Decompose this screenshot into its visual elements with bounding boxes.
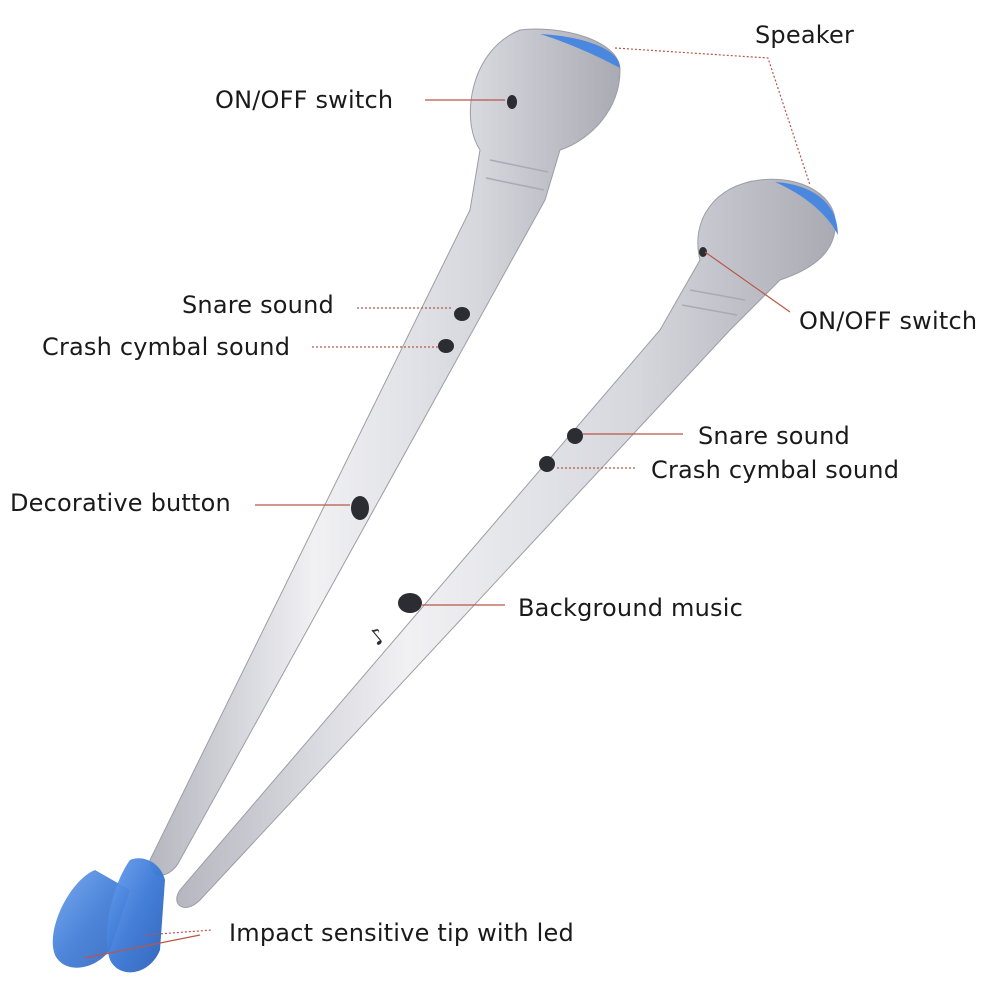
label-snare-left: Snare sound [182,291,334,319]
left-drumstick [149,28,621,876]
music-note-icon: ♪ [365,623,392,651]
right-drumstick [176,178,838,908]
leader-lines [84,47,811,959]
label-impact-tip: Impact sensitive tip with led [229,919,574,947]
left-decorative-button [351,496,369,520]
left-on-off-switch [507,95,517,109]
led-tips [52,858,165,973]
right-snare-button [567,428,583,444]
left-speaker-cap [540,34,620,68]
label-on-off-switch-right: ON/OFF switch [799,307,978,335]
right-speaker-cap [775,182,838,235]
label-on-off-switch-left: ON/OFF switch [215,86,394,114]
label-crash-left: Crash cymbal sound [42,333,291,361]
right-crash-button [539,456,555,472]
left-snare-button [454,307,470,321]
label-decorative-button: Decorative button [10,489,231,517]
label-snare-right: Snare sound [698,422,850,450]
label-background-music: Background music [518,594,743,622]
left-crash-button [438,339,454,353]
right-on-off-switch [699,247,707,257]
label-crash-right: Crash cymbal sound [651,456,900,484]
background-music-button [398,593,422,613]
label-speaker: Speaker [755,21,855,49]
